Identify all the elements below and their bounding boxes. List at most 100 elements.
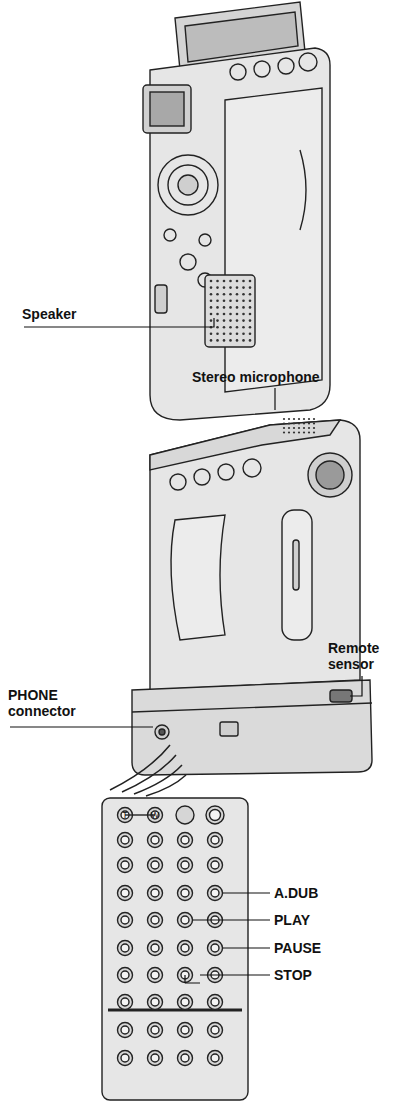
grille-dot (223, 280, 226, 283)
grille-dot (210, 333, 213, 336)
grille-dot (236, 326, 239, 329)
grille-dot (242, 326, 245, 329)
grille-dot (249, 280, 252, 283)
grille-dot (229, 280, 232, 283)
grille-dot (283, 422, 285, 424)
grille-dot (303, 431, 305, 433)
grille-dot (216, 300, 219, 303)
grille-dot (210, 300, 213, 303)
grille-dot (223, 286, 226, 289)
remote-button-top (181, 944, 189, 952)
grille-dot (298, 431, 300, 433)
grille-dot (229, 326, 232, 329)
remote-button-top (181, 1054, 189, 1062)
remote-button (208, 941, 223, 956)
grille-dot (236, 319, 239, 322)
remote-button-top (181, 998, 189, 1006)
remote-button-top (121, 1026, 129, 1034)
grille-dot (223, 293, 226, 296)
camcorder-front (132, 420, 372, 775)
remote-button-top (211, 861, 219, 869)
grille-dot (210, 286, 213, 289)
remote-button (118, 833, 133, 848)
part-label: Stereo microphone (192, 369, 320, 385)
remote-button (208, 886, 223, 901)
remote-button (118, 941, 133, 956)
drawing-part (330, 690, 352, 702)
remote-button-top (121, 861, 129, 869)
remote-button-top (151, 811, 159, 819)
grille-dot (229, 313, 232, 316)
grille-dot (229, 319, 232, 322)
drawing-part (180, 254, 196, 270)
drawing-part (300, 150, 306, 230)
grille-dot (216, 286, 219, 289)
remote-button (148, 858, 163, 873)
drawing-part (10, 726, 153, 727)
grille-dot (288, 427, 290, 429)
drawing-part (159, 729, 165, 735)
grille-dot (249, 306, 252, 309)
remote-button (118, 886, 133, 901)
grille-dot (223, 333, 226, 336)
remote-button (118, 858, 133, 873)
drawing-part (223, 892, 270, 893)
remote-button-top (121, 998, 129, 1006)
grille-dot (223, 339, 226, 342)
grille-dot (242, 286, 245, 289)
grille-dot (308, 418, 310, 420)
grille-dot (236, 293, 239, 296)
remote-button-top (211, 836, 219, 844)
grille-dot (298, 427, 300, 429)
part-label: PHONE connector (8, 687, 93, 719)
button-label: STOP (274, 967, 312, 983)
grille-dot (288, 422, 290, 424)
remote-button-top (121, 836, 129, 844)
grille-dot (313, 418, 315, 420)
remote-button (148, 1051, 163, 1066)
remote-button-top (181, 861, 189, 869)
drawing-part (155, 285, 167, 313)
button-label: A.DUB (274, 885, 318, 901)
remote-button-top (151, 944, 159, 952)
grille-dot (229, 286, 232, 289)
grille-dot (249, 339, 252, 342)
grille-dot (249, 326, 252, 329)
remote-button-top (211, 998, 219, 1006)
speaker-grille (210, 280, 252, 342)
drawing-part (178, 175, 198, 195)
drawing-part (150, 92, 184, 126)
grille-dot (293, 431, 295, 433)
remote-button-top (121, 944, 129, 952)
grille-dot (288, 431, 290, 433)
grille-dot (236, 333, 239, 336)
drawing-part (132, 703, 372, 712)
grille-dot (242, 339, 245, 342)
remote-button-top (121, 971, 129, 979)
drawing-part (193, 919, 270, 920)
drawing-part (293, 540, 299, 590)
grille-dot (216, 313, 219, 316)
grille-dot (293, 427, 295, 429)
grille-dot (210, 319, 213, 322)
drawing-part (150, 48, 330, 420)
remote-button (148, 913, 163, 928)
part-label: Remote sensor (328, 640, 400, 672)
button-letter: W (150, 810, 160, 820)
drawing-part (132, 680, 372, 775)
grille-dot (210, 293, 213, 296)
grille-dot (249, 333, 252, 336)
remote-button-top (151, 889, 159, 897)
grille-dot (288, 418, 290, 420)
grille-dot (249, 313, 252, 316)
remote-button (176, 806, 194, 824)
remote-button (178, 1023, 193, 1038)
grille-dot (236, 280, 239, 283)
grille-dot (242, 280, 245, 283)
grille-dot (236, 339, 239, 342)
remote-button (178, 995, 193, 1010)
grille-dot (242, 306, 245, 309)
drawing-part (220, 722, 238, 736)
grille-dot (210, 306, 213, 309)
